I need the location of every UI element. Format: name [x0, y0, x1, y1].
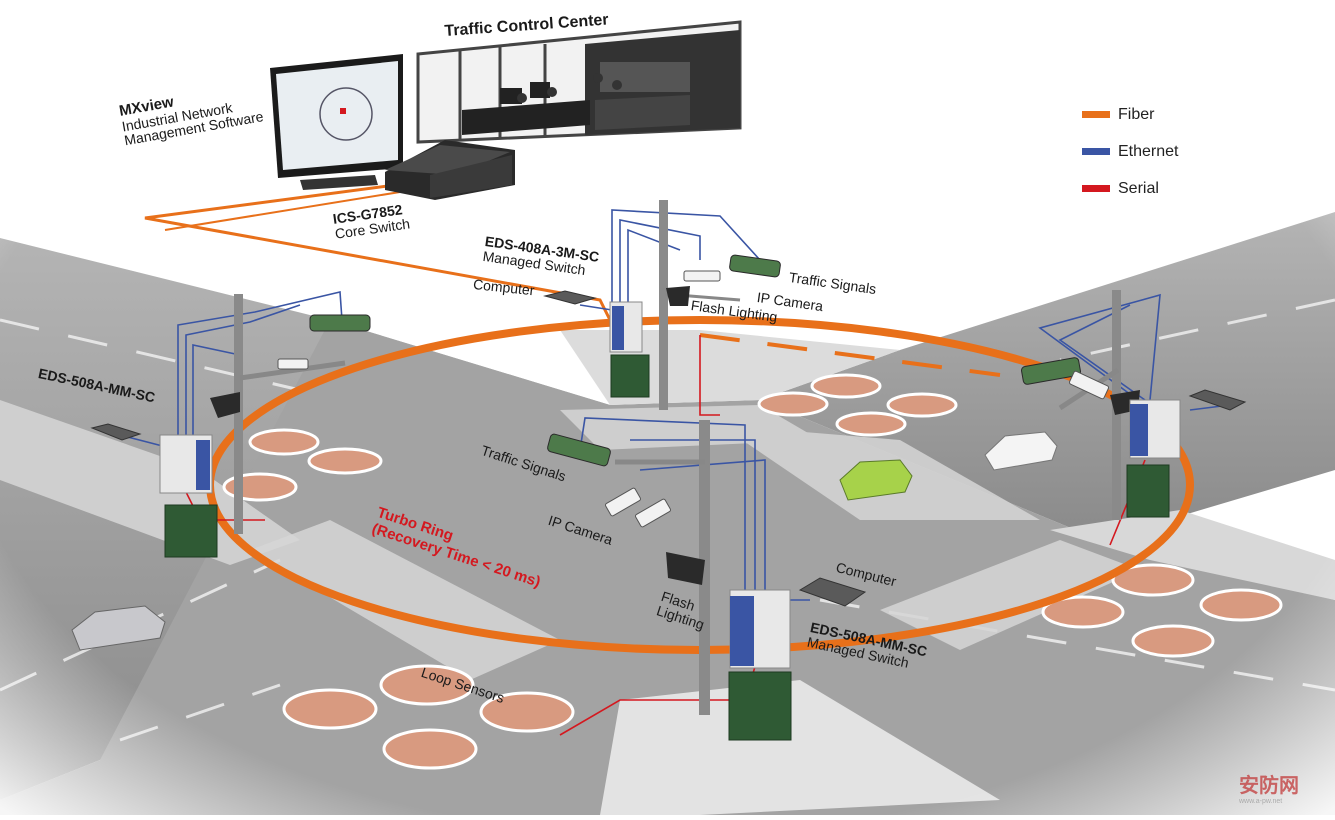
legend-item-serial: Serial — [1082, 170, 1178, 207]
legend-swatch-ethernet — [1082, 148, 1110, 155]
watermark-text: 安防网 — [1239, 775, 1299, 797]
legend-label-serial: Serial — [1118, 179, 1159, 197]
legend-swatch-serial — [1082, 185, 1110, 192]
legend: Fiber Ethernet Serial — [1082, 96, 1178, 207]
legend-label-ethernet: Ethernet — [1118, 142, 1179, 160]
watermark-url: www.a-pw.net — [1239, 798, 1283, 805]
legend-item-ethernet: Ethernet — [1082, 133, 1178, 170]
legend-item-fiber: Fiber — [1082, 96, 1178, 133]
watermark-logo: 安防网 www.a-pw.net — [1239, 769, 1299, 805]
legend-label-fiber: Fiber — [1118, 105, 1155, 123]
legend-swatch-fiber — [1082, 111, 1110, 118]
